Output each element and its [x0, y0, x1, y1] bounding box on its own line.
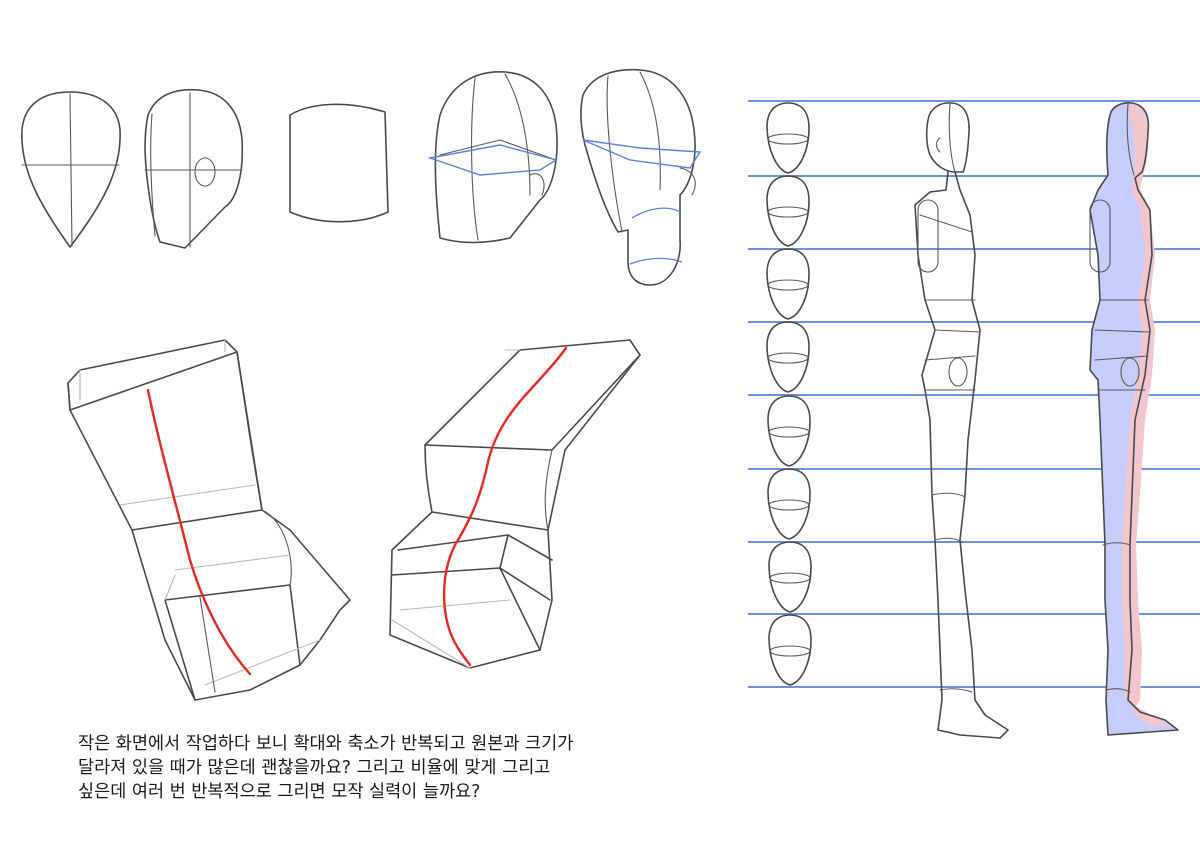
head-side-sketch — [144, 88, 244, 249]
head-unit — [766, 175, 810, 247]
head-front-sketch — [21, 91, 121, 248]
question-caption: 작은 화면에서 작업하다 보니 확대와 축소가 반복되고 원본과 크기가 달라져… — [78, 732, 678, 804]
head-unit — [768, 614, 812, 686]
head-with-neck-sketch — [580, 68, 702, 286]
head-unit — [767, 468, 811, 540]
figure-sketch — [914, 102, 1009, 739]
caption-line-2: 달라져 있을 때가 많은데 괜찮을까요? 그리고 비율에 맞게 그리고 — [78, 758, 551, 778]
head-stack-sketch — [766, 102, 812, 686]
caption-line-1: 작은 화면에서 작업하다 보니 확대와 축소가 반복되고 원본과 크기가 — [78, 734, 574, 754]
torso-box-twisted-sketch — [389, 339, 641, 669]
head-cranium-sketch — [289, 103, 389, 223]
head-threequarter-sketch — [427, 71, 558, 244]
head-unit — [766, 102, 810, 174]
torso-box-sketch — [67, 339, 351, 701]
caption-line-3: 싶은데 여러 번 반복적으로 그리면 모작 실력이 늘까요? — [78, 782, 481, 802]
figure-colored-sketch — [1089, 102, 1179, 736]
head-unit — [768, 541, 812, 613]
head-unit — [766, 248, 810, 320]
head-unit — [766, 321, 810, 393]
head-unit — [767, 395, 811, 467]
